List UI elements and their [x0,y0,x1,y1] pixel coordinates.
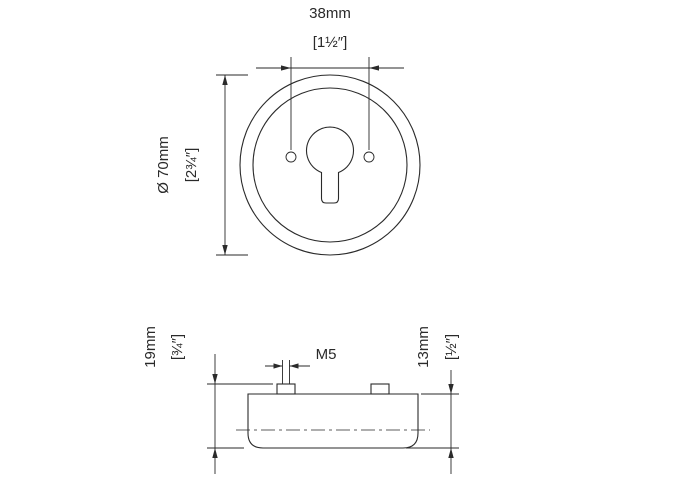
dimension-diameter: Ø 70mm [2¾″] [155,74,248,256]
body-height-imperial-label: [½″] [443,334,460,360]
top-view [239,74,421,256]
dimension-total-height: 19mm [¾″] [142,326,273,474]
arrowhead-left [281,65,291,71]
diameter-imperial-label: [2¾″] [183,148,200,183]
dimension-body-height: 13mm [½″] [406,326,460,474]
hole-spacing-metric-label: 38mm [309,5,351,22]
arrowhead-top [222,75,228,85]
diameter-metric-label: Ø 70mm [155,136,172,194]
euro-cylinder-cutout [305,126,355,204]
arrowhead-bottom [222,245,228,255]
rose-body-profile [247,393,419,449]
hole-spacing-imperial-label: [1½″] [313,34,348,51]
total-height-metric-label: 19mm [142,326,159,368]
screw-post-right [370,383,390,395]
arrowhead-right [289,363,299,369]
body-height-metric-label: 13mm [415,326,432,368]
arrowhead-bottom [448,448,454,458]
arrowhead-bottom [212,448,218,458]
side-view [236,383,430,449]
dimension-thread-m5: M5 [265,346,336,384]
thread-label: M5 [316,346,337,363]
total-height-imperial-label: [¾″] [169,334,186,360]
rose-inner-circle [252,87,408,243]
screw-hole-right [363,151,375,163]
rose-outer-circle [239,74,421,256]
arrowhead-left [273,363,283,369]
arrowhead-top [448,384,454,394]
arrowhead-top [212,374,218,384]
screw-post-left [276,383,296,395]
dimension-hole-spacing: 38mm [1½″] [256,5,404,150]
screw-hole-left [285,151,297,163]
arrowhead-right [369,65,379,71]
